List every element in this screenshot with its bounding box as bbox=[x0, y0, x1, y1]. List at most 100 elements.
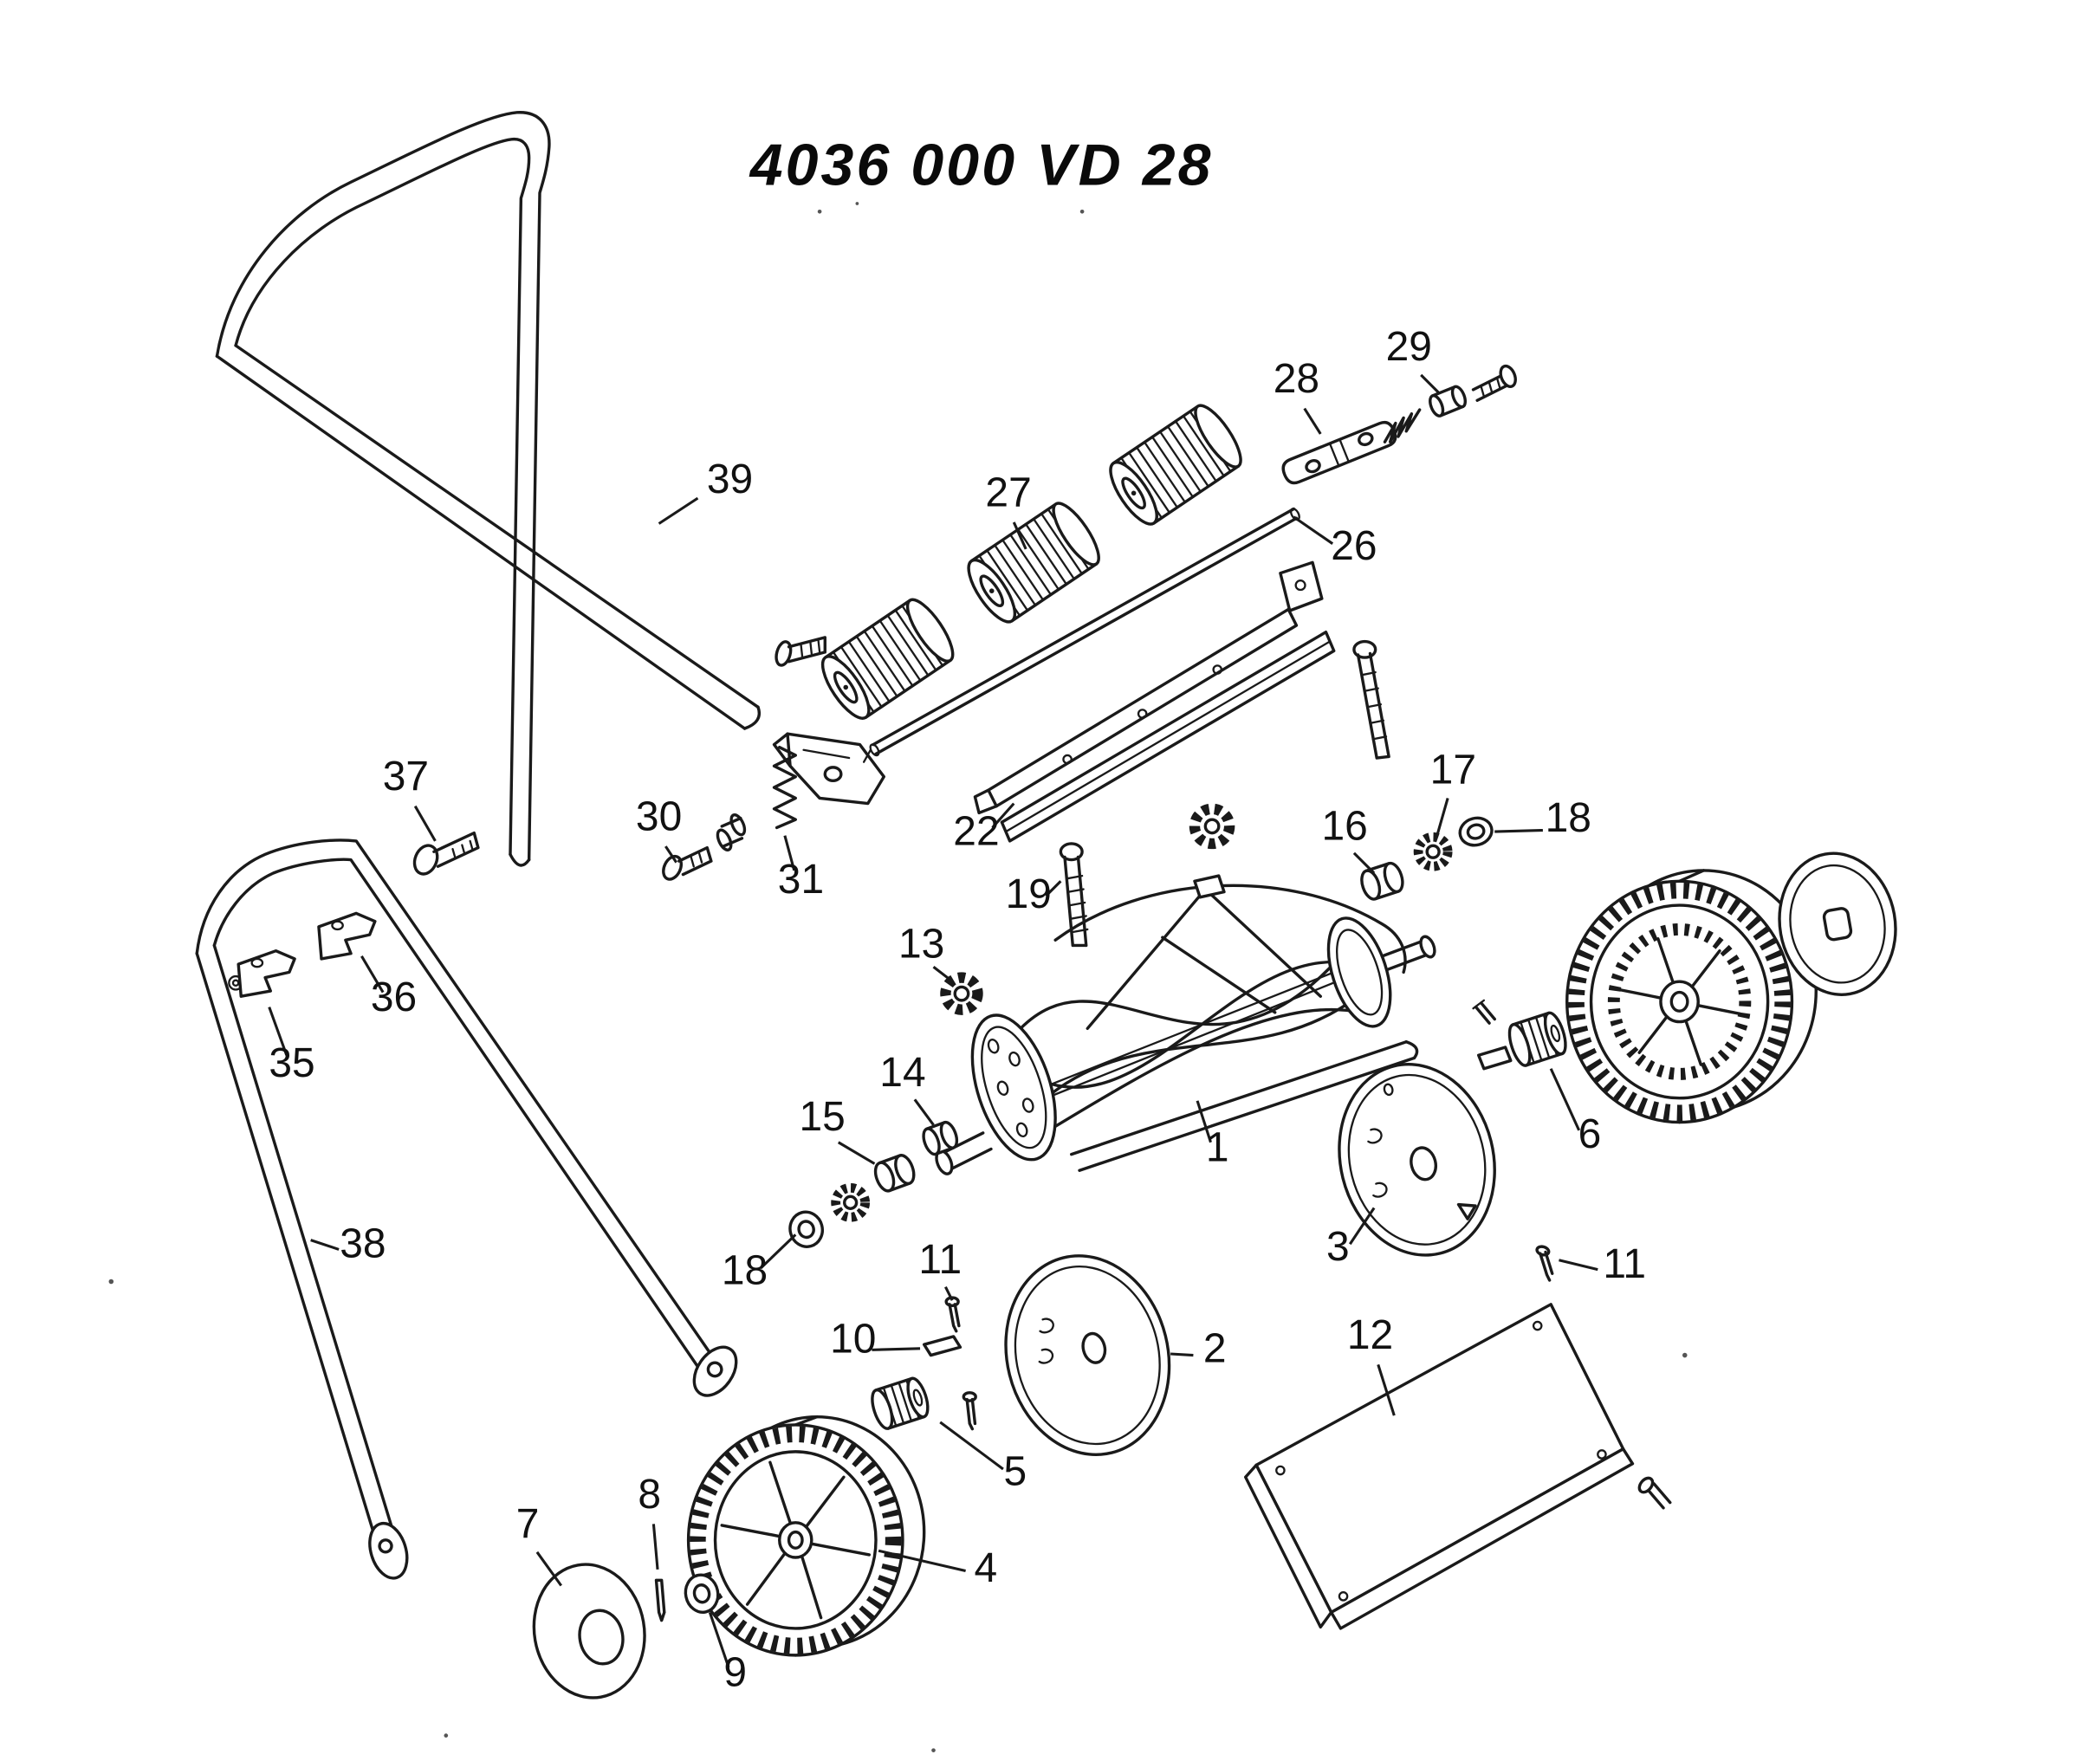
bolt-29 bbox=[1471, 364, 1517, 402]
part-number-15: 15 bbox=[800, 1094, 846, 1140]
part-number-1: 1 bbox=[1206, 1124, 1229, 1170]
leader-line-part-18 bbox=[1494, 828, 1543, 833]
leader-line-part-4 bbox=[878, 1549, 966, 1572]
leader-line-part-10 bbox=[872, 1347, 921, 1351]
leader-line-part-12 bbox=[1377, 1363, 1396, 1416]
latch-bracket bbox=[772, 732, 886, 806]
part-number-18: 18 bbox=[722, 1248, 768, 1294]
leader-line-part-30 bbox=[664, 845, 677, 864]
leader-line-part-8 bbox=[651, 1524, 659, 1570]
pinion-5 bbox=[871, 1376, 930, 1430]
part-number-29: 29 bbox=[1386, 324, 1432, 370]
clamp-bolt-37 bbox=[412, 831, 480, 876]
part-number-18: 18 bbox=[1546, 795, 1591, 841]
part-number-26: 26 bbox=[1331, 523, 1377, 569]
part-number-31: 31 bbox=[778, 857, 824, 903]
screw-11-left bbox=[944, 1296, 961, 1333]
washer-9 bbox=[684, 1573, 720, 1614]
part-number-8: 8 bbox=[638, 1472, 661, 1518]
handle-clamp-35 bbox=[237, 948, 296, 998]
leader-line-part-19 bbox=[1045, 880, 1062, 897]
star-knob-upper bbox=[1189, 803, 1235, 850]
leader-line-part-16 bbox=[1352, 851, 1376, 875]
spring-31 bbox=[772, 745, 797, 830]
screw-near-5 bbox=[962, 1391, 977, 1431]
roller-shaft-26 bbox=[862, 507, 1300, 763]
leader-line-part-17 bbox=[1436, 797, 1449, 837]
leader-line-part-11 bbox=[1559, 1259, 1598, 1272]
leader-line-part-26 bbox=[1293, 515, 1334, 545]
leader-line-part-14 bbox=[913, 1098, 935, 1126]
part-number-12: 12 bbox=[1347, 1312, 1393, 1358]
hubcap-7 bbox=[532, 1563, 646, 1699]
diagram-title: 4036 000 VD 28 bbox=[749, 132, 1214, 197]
part-number-35: 35 bbox=[269, 1040, 314, 1086]
bushing-14 bbox=[922, 1120, 959, 1156]
lower-frame-tube bbox=[195, 838, 738, 1580]
leader-line-part-13 bbox=[932, 965, 952, 981]
leader-lines bbox=[268, 373, 1598, 1668]
leader-line-part-39 bbox=[658, 496, 699, 525]
part-number-38: 38 bbox=[340, 1221, 386, 1267]
side-disc-3 bbox=[1338, 1063, 1496, 1257]
leader-line-part-35 bbox=[268, 1007, 288, 1056]
roller-bracket-28 bbox=[1281, 420, 1397, 485]
bearing-17 bbox=[1413, 832, 1453, 871]
bracket-spring bbox=[1383, 408, 1422, 443]
leader-line-part-1 bbox=[1196, 1100, 1212, 1143]
bearing-left bbox=[831, 1182, 871, 1222]
leader-line-part-36 bbox=[360, 955, 385, 994]
part-number-39: 39 bbox=[707, 456, 753, 502]
leader-line-part-11 bbox=[944, 1286, 954, 1301]
screw-11-right bbox=[1535, 1245, 1554, 1282]
part-number-19: 19 bbox=[1006, 871, 1052, 917]
leader-line-part-29 bbox=[1420, 373, 1440, 394]
screw-near-6 bbox=[1472, 999, 1496, 1025]
spacer-sleeve-30 bbox=[716, 813, 747, 851]
part-number-11: 11 bbox=[918, 1237, 962, 1283]
clip-10 bbox=[922, 1335, 962, 1357]
pinion-6 bbox=[1507, 1011, 1567, 1067]
leader-line-part-31 bbox=[783, 835, 796, 871]
flat-screw-top bbox=[775, 636, 826, 667]
deflector-12 bbox=[1244, 1303, 1635, 1630]
leader-line-part-5 bbox=[939, 1421, 1004, 1471]
pin-8 bbox=[654, 1578, 666, 1622]
leader-line-part-15 bbox=[837, 1141, 876, 1165]
part-number-4: 4 bbox=[974, 1545, 997, 1591]
part-number-6: 6 bbox=[1578, 1111, 1602, 1157]
part-number-5: 5 bbox=[1003, 1449, 1027, 1495]
bolt-19 bbox=[1059, 842, 1089, 948]
part-number-13: 13 bbox=[898, 921, 944, 967]
cutter-bar-22 bbox=[973, 560, 1336, 843]
part-labels: 3937303127282926221913161718353638141518… bbox=[269, 324, 1646, 1696]
part-number-30: 30 bbox=[636, 794, 682, 840]
hubcap-right bbox=[1778, 851, 1897, 996]
upper-handle-tube bbox=[215, 111, 762, 867]
bushing-15 bbox=[873, 1154, 916, 1193]
side-disc-2 bbox=[1004, 1254, 1171, 1456]
bolt-right bbox=[1352, 639, 1390, 760]
part-number-17: 17 bbox=[1430, 747, 1476, 793]
deflector-screw bbox=[1637, 1476, 1672, 1510]
part-number-14: 14 bbox=[879, 1050, 925, 1096]
part-number-22: 22 bbox=[953, 809, 999, 855]
leader-line-part-37 bbox=[413, 805, 437, 842]
washer-18-left bbox=[788, 1210, 825, 1248]
part-number-11: 11 bbox=[1603, 1241, 1646, 1287]
leader-line-part-9 bbox=[708, 1611, 730, 1668]
bolt-30 bbox=[662, 845, 713, 881]
leader-line-part-28 bbox=[1303, 407, 1322, 435]
leader-line-part-38 bbox=[310, 1239, 340, 1251]
wheel-right bbox=[1565, 869, 1818, 1124]
wheel-left-4 bbox=[686, 1415, 926, 1657]
bushing-16 bbox=[1360, 861, 1404, 901]
part-number-2: 2 bbox=[1203, 1325, 1227, 1371]
part-number-3: 3 bbox=[1326, 1224, 1350, 1270]
key-wedge bbox=[1476, 1046, 1513, 1071]
star-knob-13 bbox=[940, 972, 983, 1015]
part-number-7: 7 bbox=[516, 1501, 540, 1547]
spacer-29 bbox=[1429, 385, 1467, 418]
